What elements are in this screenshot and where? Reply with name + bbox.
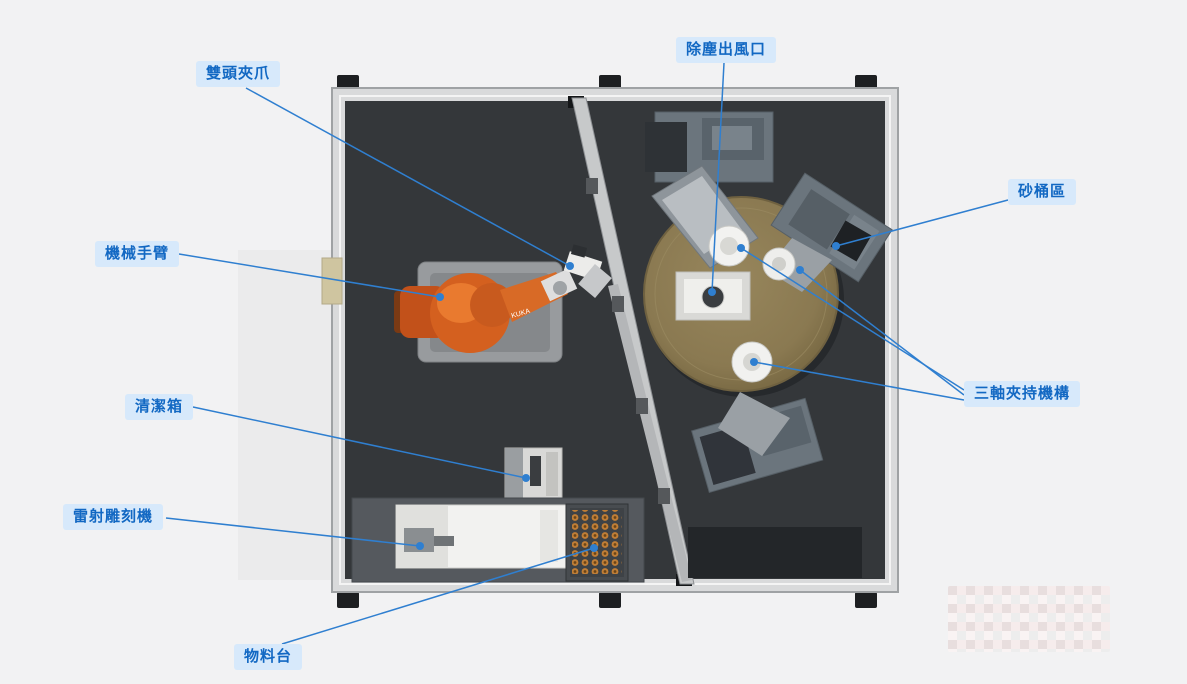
double-head-gripper [540, 244, 612, 302]
label-sand-bucket-area: 砂桶區 [1008, 179, 1077, 205]
clamp-station-top [645, 111, 774, 269]
sand-bucket [830, 220, 872, 262]
transfer-rail [571, 97, 695, 585]
label-material-table: 物料台 [234, 644, 303, 670]
label-cleaning-box: 清潔箱 [125, 394, 194, 420]
laser-engraver [395, 504, 567, 569]
cleaning-box [504, 447, 563, 502]
leader-lines [165, 62, 1009, 645]
material-table [565, 503, 629, 582]
watermark-mosaic [948, 586, 1110, 652]
label-double-head-gripper: 雙頭夾爪 [196, 61, 281, 87]
label-three-axis-clamp: 三軸夾持機構 [964, 381, 1081, 407]
label-dust-outlet: 除塵出風口 [676, 37, 777, 63]
electrical-panel [688, 527, 862, 578]
floor-footprint [238, 250, 334, 580]
leader-dots [416, 242, 840, 552]
robot-arm-assembly: KUKA [394, 244, 612, 363]
label-laser-engraver: 雷射雕刻機 [63, 504, 164, 530]
label-robot-arm: 機械手臂 [95, 241, 180, 267]
sand-bucket-station [762, 172, 893, 292]
clamp-station-bottom [691, 341, 824, 494]
